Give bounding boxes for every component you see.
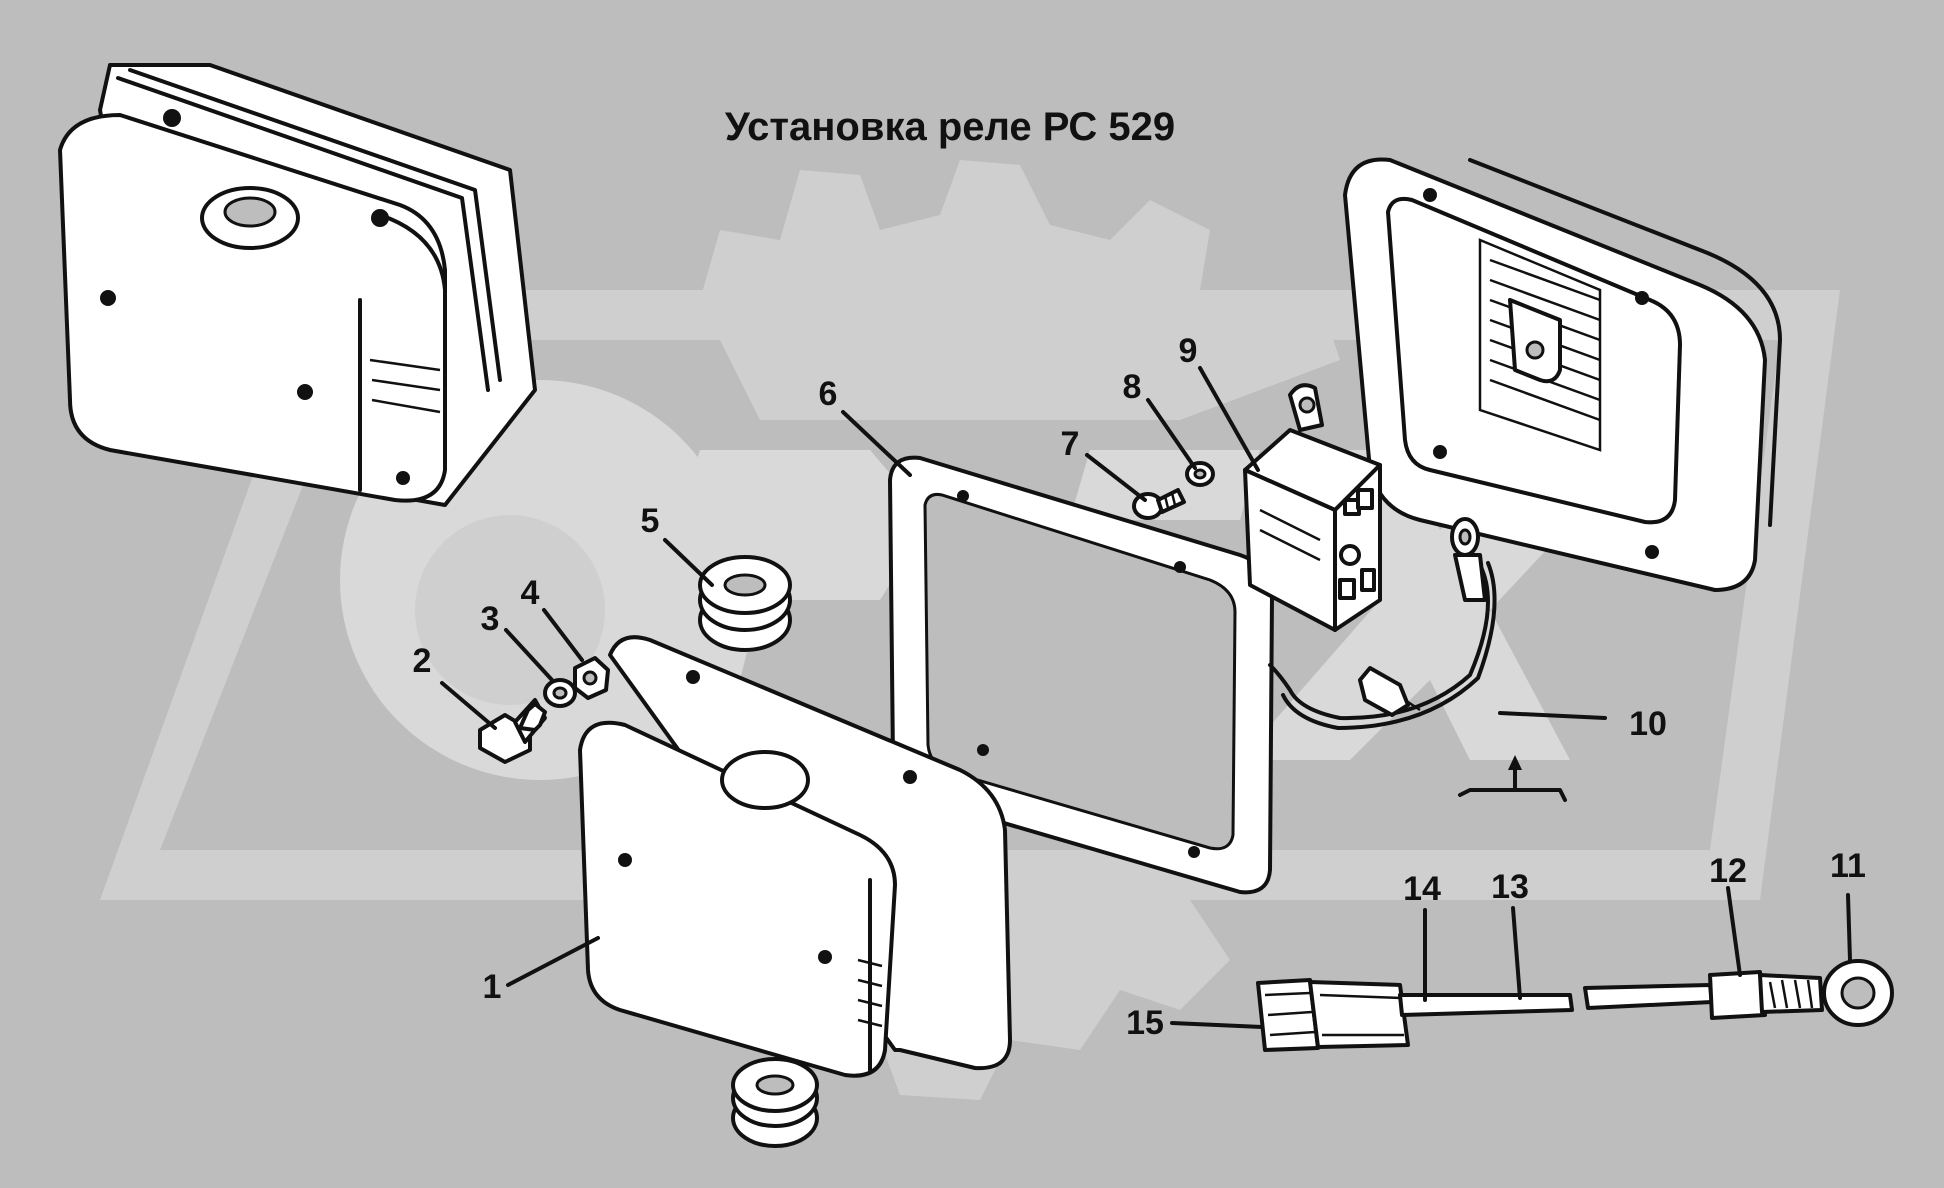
callout-15: 15 xyxy=(1126,1004,1164,1042)
lock-washer-8 xyxy=(1185,461,1215,487)
callout-12: 12 xyxy=(1709,852,1747,890)
assembled-cover-top-left xyxy=(58,63,537,507)
grommet-lower xyxy=(731,1057,819,1148)
callout-13: 13 xyxy=(1491,868,1529,906)
wire-10 xyxy=(1268,517,1567,802)
callout-4: 4 xyxy=(521,574,540,612)
callout-10: 10 xyxy=(1629,705,1667,743)
washer-3 xyxy=(543,678,577,708)
cover-top-right xyxy=(1343,157,1782,592)
cable-assembly xyxy=(1256,959,1894,1052)
diagram-title: Установка реле РС 529 xyxy=(725,105,1175,149)
callout-7: 7 xyxy=(1061,425,1080,463)
nut-4 xyxy=(573,656,610,700)
callout-14: 14 xyxy=(1403,870,1441,908)
callout-2: 2 xyxy=(413,642,432,680)
callout-3: 3 xyxy=(481,600,500,638)
cover-1 xyxy=(578,635,1012,1078)
callout-1: 1 xyxy=(483,968,502,1006)
callout-6: 6 xyxy=(819,375,838,413)
callout-labels: 1 2 3 4 5 6 7 8 9 10 11 12 13 14 15 xyxy=(413,332,1866,1042)
callout-8: 8 xyxy=(1123,368,1142,406)
gasket-6 xyxy=(888,455,1274,895)
watermark-ring-inner xyxy=(415,515,605,705)
relay-9 xyxy=(1243,383,1382,632)
screw-7 xyxy=(1132,488,1186,520)
callout-5: 5 xyxy=(641,502,660,540)
leader-lines xyxy=(440,366,1852,1029)
callout-9: 9 xyxy=(1179,332,1198,370)
callout-11: 11 xyxy=(1830,847,1866,885)
grommet-5 xyxy=(698,555,792,652)
